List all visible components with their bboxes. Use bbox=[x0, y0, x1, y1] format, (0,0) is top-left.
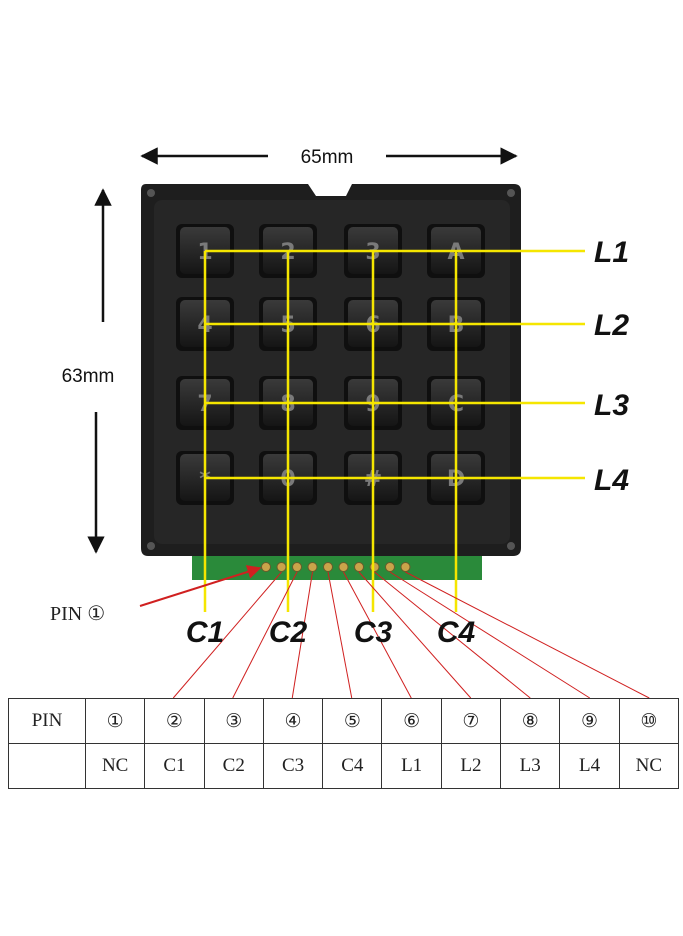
matrix-wires bbox=[203, 249, 585, 612]
keypad-face bbox=[154, 200, 510, 544]
column-label-c3: C3 bbox=[354, 616, 393, 649]
header-pin-icon bbox=[354, 562, 364, 572]
row-label-l2: L2 bbox=[594, 309, 629, 342]
width-label: 65mm bbox=[301, 147, 354, 168]
column-label-c4: C4 bbox=[437, 616, 476, 649]
table-cell-pin: ⑤ bbox=[322, 698, 383, 744]
table-header-empty bbox=[8, 743, 86, 789]
table-cell-pin: ⑨ bbox=[559, 698, 620, 744]
header-pin-icon bbox=[385, 562, 395, 572]
pin-leader-line bbox=[172, 571, 282, 699]
pin-leader-line bbox=[343, 571, 412, 699]
header-pin-icon bbox=[400, 562, 411, 572]
column-label-c1: C1 bbox=[186, 616, 224, 649]
pin-leader-line bbox=[374, 571, 531, 699]
table-cell-pin: ⑧ bbox=[500, 698, 561, 744]
mount-hole-icon bbox=[507, 189, 515, 197]
table-cell-function: C3 bbox=[262, 743, 324, 789]
row-label-l1: L1 bbox=[594, 236, 629, 269]
mount-hole-icon bbox=[507, 542, 515, 550]
table-cell-pin: ⑦ bbox=[440, 698, 502, 744]
table-cell-function: L3 bbox=[500, 743, 561, 789]
keypad-illustration: 65mm 63mm 123A456B789C*0#D L1 L2 L3 L4 C… bbox=[50, 147, 650, 699]
table-row-functions: NC C1 C2 C3 C4 L1 L2 L3 L4 NC bbox=[8, 743, 680, 789]
table-header-pin: PIN bbox=[8, 698, 86, 744]
pin-leader-lines bbox=[172, 571, 650, 699]
table-cell-pin: ② bbox=[144, 698, 205, 744]
table-cell-function: L2 bbox=[440, 743, 502, 789]
mount-hole-icon bbox=[147, 542, 155, 550]
row-label-l3: L3 bbox=[594, 389, 629, 422]
pin-leader-line bbox=[389, 571, 591, 699]
table-cell-function: C1 bbox=[144, 743, 205, 789]
pin-leader-line bbox=[232, 571, 298, 699]
table-cell-pin: ④ bbox=[262, 698, 324, 744]
mount-hole-icon bbox=[147, 189, 155, 197]
column-label-c2: C2 bbox=[269, 616, 308, 649]
pin-leader-line bbox=[291, 571, 313, 699]
header-pin-icon bbox=[292, 562, 302, 572]
table-cell-function: L4 bbox=[559, 743, 620, 789]
pin-leader-line bbox=[327, 571, 353, 699]
table-cell-pin: ⑩ bbox=[618, 698, 680, 744]
header-pin-icon bbox=[369, 562, 380, 572]
height-label: 63mm bbox=[62, 366, 115, 387]
table-cell-function: L1 bbox=[381, 743, 442, 789]
header-pin-icon bbox=[276, 562, 287, 572]
table-cell-function: C2 bbox=[203, 743, 264, 789]
table-cell-function: NC bbox=[84, 743, 146, 789]
pin-leader-line bbox=[358, 571, 472, 699]
header-pin-icon bbox=[323, 562, 333, 572]
header-pin-icon bbox=[307, 562, 318, 572]
table-cell-function: NC bbox=[618, 743, 680, 789]
pin1-label: PIN ① bbox=[50, 603, 105, 625]
table-cell-pin: ⑥ bbox=[381, 698, 442, 744]
row-label-l4: L4 bbox=[594, 464, 629, 497]
header-pin-icon bbox=[261, 562, 271, 572]
pinout-table: PIN ① ② ③ ④ ⑤ ⑥ ⑦ ⑧ ⑨ ⑩ NC C1 C2 C3 C4 L… bbox=[8, 698, 680, 789]
pcb-strip bbox=[192, 552, 482, 580]
header-pin-icon bbox=[338, 562, 349, 572]
table-cell-pin: ① bbox=[84, 698, 146, 744]
table-row-pin-numbers: PIN ① ② ③ ④ ⑤ ⑥ ⑦ ⑧ ⑨ ⑩ bbox=[8, 698, 680, 744]
pin1-arrow bbox=[139, 565, 262, 607]
pin-leader-line bbox=[405, 571, 650, 699]
table-cell-function: C4 bbox=[322, 743, 383, 789]
table-cell-pin: ③ bbox=[203, 698, 264, 744]
